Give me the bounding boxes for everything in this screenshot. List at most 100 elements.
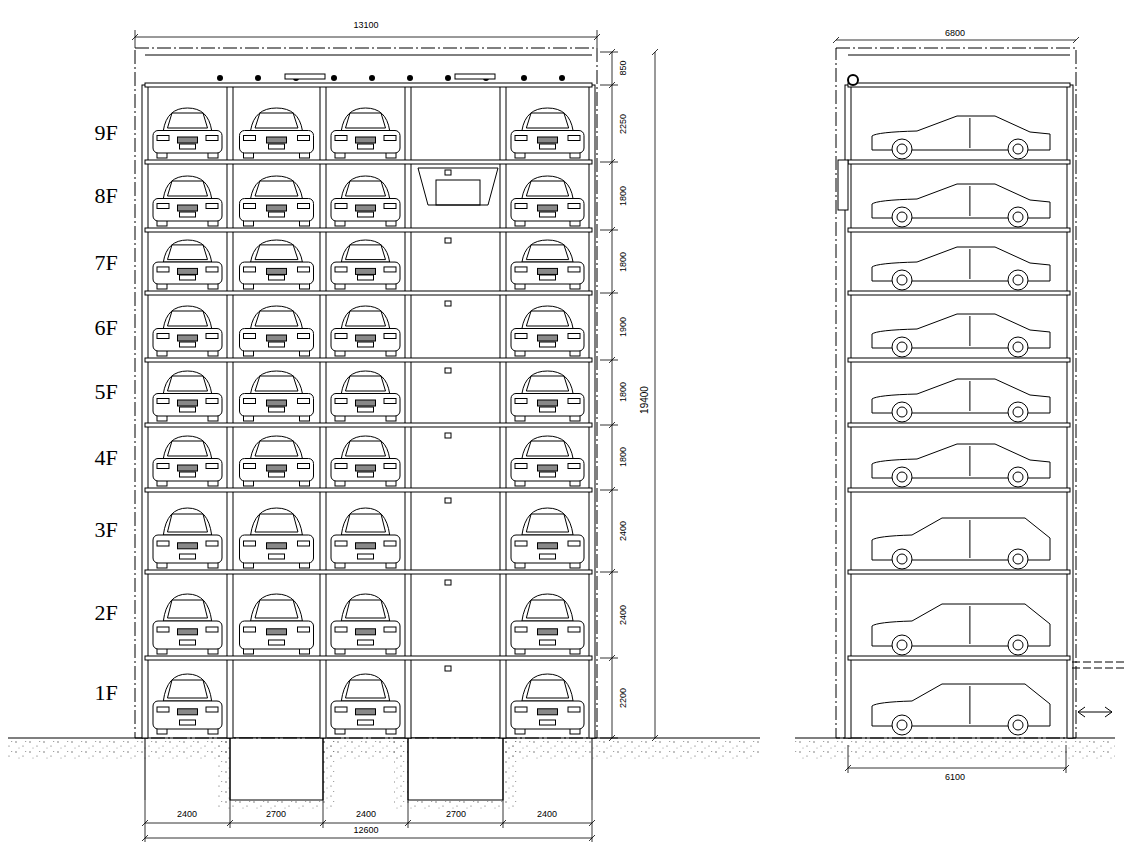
plate — [269, 275, 285, 280]
floor-label: 7F — [93, 252, 118, 274]
headlight — [244, 464, 256, 469]
car-side — [872, 247, 1050, 290]
dimension-tick — [609, 735, 615, 741]
dimension-tick — [405, 820, 411, 826]
drive-unit — [407, 75, 413, 81]
plate — [358, 720, 374, 725]
body — [331, 329, 400, 352]
pit-post — [408, 738, 409, 800]
dimension-tick — [227, 820, 233, 826]
floor-beam — [848, 160, 1070, 164]
windshield — [526, 680, 568, 698]
body — [153, 262, 222, 284]
plate — [358, 212, 374, 217]
hub — [1013, 720, 1023, 730]
body — [331, 394, 400, 417]
extension-line — [600, 490, 618, 491]
headlight — [244, 267, 256, 272]
car-front — [240, 108, 314, 158]
body — [511, 199, 584, 222]
pallet-out — [1072, 668, 1125, 669]
extension-line — [600, 162, 618, 163]
grille — [356, 465, 376, 471]
headlight — [335, 707, 347, 712]
floor-label: 3F — [93, 519, 118, 541]
cabin — [341, 176, 389, 199]
dimension-value: 6800 — [944, 29, 966, 38]
dimension-value: 19400 — [640, 385, 650, 415]
car-front — [153, 674, 222, 734]
body — [153, 701, 222, 729]
headlight — [157, 707, 169, 712]
cabin — [522, 508, 573, 535]
extension-line — [600, 738, 618, 739]
grille — [538, 137, 558, 143]
door-line — [969, 520, 970, 558]
wheel — [1008, 402, 1028, 422]
car-front — [153, 371, 222, 421]
body — [153, 621, 222, 649]
floor-label: 2F — [93, 602, 118, 624]
car-front — [511, 508, 584, 568]
grille — [538, 268, 558, 274]
headlight — [515, 627, 527, 632]
cabin — [163, 240, 211, 262]
headlight — [384, 267, 396, 272]
car-side — [872, 184, 1050, 227]
grille — [538, 465, 558, 471]
cabin — [522, 594, 573, 621]
extension-line — [600, 230, 618, 231]
plate — [540, 144, 556, 149]
wheel — [892, 549, 912, 569]
body — [511, 131, 584, 154]
windshield — [255, 376, 298, 391]
grille — [267, 400, 287, 406]
body — [240, 199, 314, 222]
cabin — [341, 508, 389, 535]
car-front — [153, 240, 222, 289]
windshield — [526, 514, 568, 532]
hub — [897, 212, 907, 222]
grille — [267, 335, 287, 341]
plate — [358, 144, 374, 149]
headlight — [568, 136, 580, 141]
grille — [267, 268, 287, 274]
headlight — [298, 399, 310, 404]
headlight — [244, 204, 256, 209]
cabin — [341, 108, 389, 131]
drive-unit — [369, 75, 375, 81]
hub — [1013, 554, 1023, 564]
grille — [356, 335, 376, 341]
windshield — [255, 245, 298, 260]
dimension-tick — [609, 357, 615, 363]
car-front — [511, 240, 584, 289]
body — [153, 535, 222, 563]
floor-beam — [848, 228, 1070, 232]
body — [331, 701, 400, 729]
headlight — [384, 399, 396, 404]
motor — [838, 160, 848, 210]
car-front — [153, 176, 222, 226]
headlight — [298, 204, 310, 209]
plate — [180, 554, 196, 559]
headlight — [244, 334, 256, 339]
headlight — [298, 334, 310, 339]
grille — [178, 335, 198, 341]
dimension-line — [135, 37, 597, 38]
car-front — [153, 508, 222, 568]
headlight — [298, 267, 310, 272]
car-side — [872, 684, 1050, 735]
door-line — [969, 316, 970, 346]
headlight — [335, 204, 347, 209]
grille — [356, 629, 376, 635]
car-front — [240, 594, 314, 654]
wheel — [892, 139, 912, 159]
car-front — [153, 594, 222, 654]
car-front — [240, 306, 314, 356]
car-front — [331, 306, 400, 356]
pit — [230, 738, 323, 800]
pit-soil — [394, 738, 517, 810]
guide — [445, 498, 451, 503]
dimension-tick — [609, 227, 615, 233]
dimension-value: 2400 — [619, 604, 628, 626]
